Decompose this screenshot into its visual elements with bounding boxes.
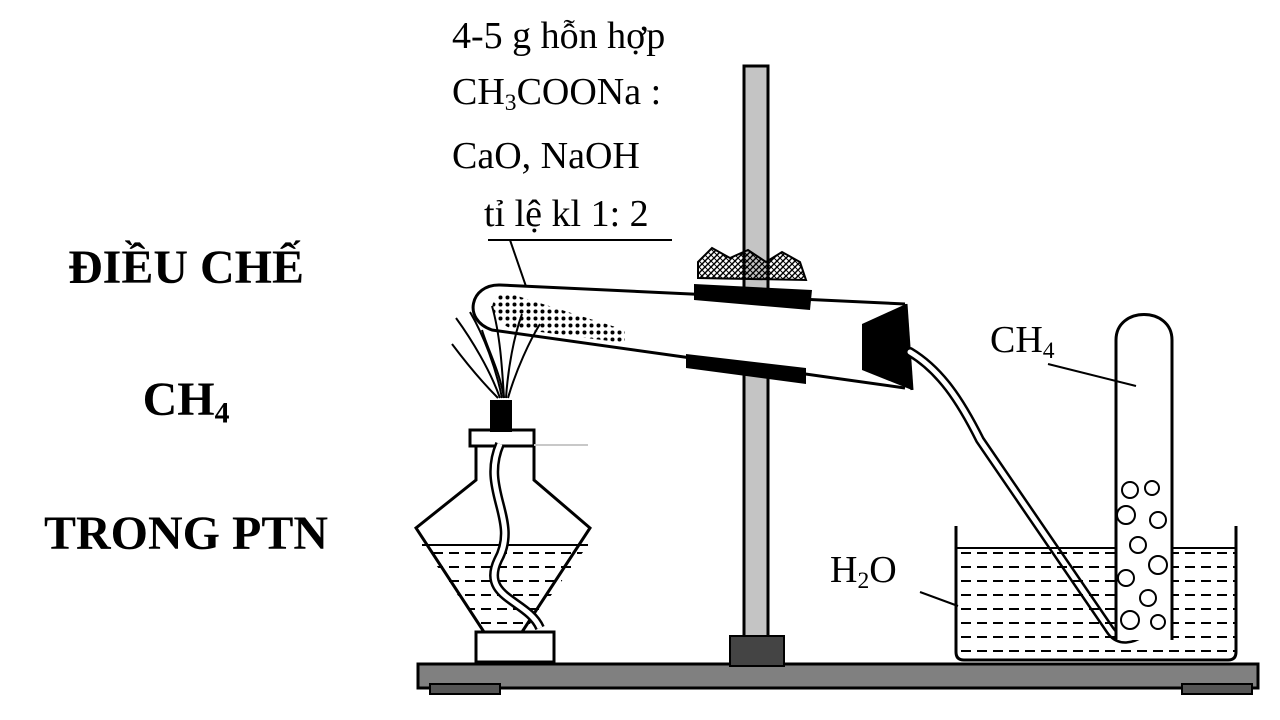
- reagent-line-4: tỉ lệ kl 1: 2: [484, 193, 649, 235]
- reagent-line-1: 4-5 g hỗn hợp: [452, 15, 666, 57]
- reagent-line-3: CaO, NaOH: [452, 135, 640, 177]
- title-ch-sub: 4: [214, 396, 230, 430]
- water-sub: 2: [857, 567, 870, 594]
- rubber-stopper: [862, 303, 914, 391]
- title-ch: CH: [142, 373, 215, 426]
- ch4-pointer: [1047, 363, 1137, 387]
- stand-base: [416, 662, 1260, 695]
- reaction-test-tube: [471, 283, 906, 390]
- title-line-3: TRONG PTN: [43, 507, 328, 560]
- water-o: O: [869, 549, 897, 591]
- water-label: H2O: [830, 548, 897, 594]
- water-pointer: [919, 591, 959, 607]
- title-line-2: CH4: [0, 372, 372, 430]
- water-trough: [954, 526, 1238, 662]
- gas-bubbles: [1116, 480, 1168, 630]
- reagent-powder: [492, 292, 625, 343]
- clamp: [686, 246, 812, 384]
- ch4-gas-sub: 4: [1042, 337, 1055, 364]
- reagent-ch: CH: [452, 71, 505, 113]
- reagent-coona: COONa :: [516, 71, 662, 113]
- alcohol-lamp: [413, 400, 592, 664]
- reagent-line-2: CH3COONa :: [452, 70, 662, 116]
- reagent-ch-sub: 3: [504, 89, 517, 116]
- ch4-gas-label: CH4: [990, 318, 1055, 364]
- collecting-tube: [1114, 313, 1174, 640]
- title-line-1: ĐIỀU CHẾ: [67, 241, 305, 294]
- water-h: H: [830, 549, 858, 591]
- flame: [451, 305, 541, 399]
- ch4-gas-ch: CH: [990, 319, 1043, 361]
